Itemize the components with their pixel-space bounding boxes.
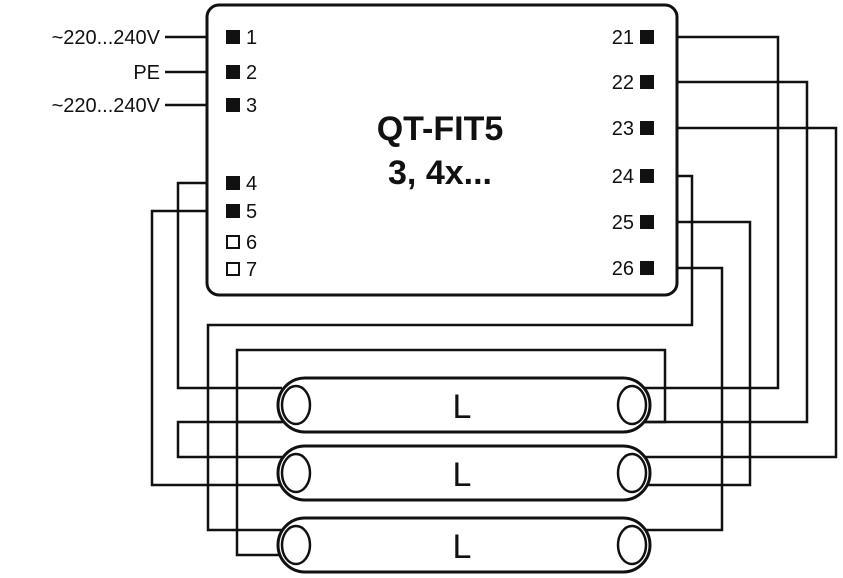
terminal-3-square	[226, 98, 240, 112]
lamp-3-label: L	[453, 528, 472, 566]
terminal-23-number: 23	[612, 118, 634, 140]
lamp-2-right-electrode	[616, 452, 648, 494]
terminal-1-square	[226, 30, 240, 44]
terminal-23-square	[640, 121, 654, 135]
lamp-1-right-electrode	[616, 384, 648, 426]
terminal-22-number: 22	[612, 72, 634, 94]
lamp-2-tube	[276, 444, 652, 502]
wire-lamp-bridge	[235, 348, 667, 424]
wire-lamp3-left	[235, 422, 282, 557]
terminal-1-number: 1	[246, 27, 257, 49]
terminal-24-square	[640, 169, 654, 183]
terminal-21-number: 21	[612, 27, 634, 49]
wire-terminal-25	[640, 220, 752, 487]
lamp-1: L	[276, 376, 652, 434]
terminal-26-number: 26	[612, 258, 634, 280]
lamp-2-label: L	[453, 456, 472, 494]
terminal-24-number: 24	[612, 166, 634, 188]
terminal-2-number: 2	[246, 62, 257, 84]
terminal-25-number: 25	[612, 212, 634, 234]
terminal-4-square	[226, 176, 240, 190]
terminal-4-number: 4	[246, 173, 257, 195]
lamp-3-tube	[276, 516, 652, 574]
wire-terminal-23	[640, 126, 838, 459]
terminal-7-square	[226, 262, 240, 276]
wire-terminal-21	[640, 35, 780, 390]
terminal-6-number: 6	[246, 232, 257, 254]
terminal-21-square	[640, 30, 654, 44]
input-label-3: ~220...240V	[52, 95, 161, 117]
wire-terminal-4	[176, 181, 282, 390]
input-label-pe: PE	[133, 62, 160, 84]
device-title-line1: QT-FIT5	[377, 110, 504, 148]
wire-terminal-26	[640, 266, 724, 532]
lamp-3-right-electrode	[616, 524, 648, 566]
terminal-2-square	[226, 65, 240, 79]
terminal-3-number: 3	[246, 95, 257, 117]
lamp-1-tube	[276, 376, 652, 434]
device-title-line2: 3, 4x...	[388, 154, 492, 192]
terminal-5-number: 5	[246, 201, 257, 223]
terminal-26-square	[640, 261, 654, 275]
terminal-7-number: 7	[246, 259, 257, 281]
lamp-2: L	[276, 444, 652, 502]
lamp-3: L	[276, 516, 652, 574]
terminal-5-square	[226, 204, 240, 218]
wire-terminal-24	[206, 174, 694, 532]
lamp-1-label: L	[453, 388, 472, 426]
terminal-22-square	[640, 75, 654, 89]
lamp-3-left-electrode	[280, 524, 312, 566]
ballast-box	[205, 3, 679, 297]
terminal-25-square	[640, 215, 654, 229]
terminal-6-square	[226, 235, 240, 249]
wire-terminal-5	[150, 209, 282, 487]
lamp-1-left-electrode	[280, 384, 312, 426]
input-label-1: ~220...240V	[52, 27, 161, 49]
lamp-2-left-electrode	[280, 452, 312, 494]
